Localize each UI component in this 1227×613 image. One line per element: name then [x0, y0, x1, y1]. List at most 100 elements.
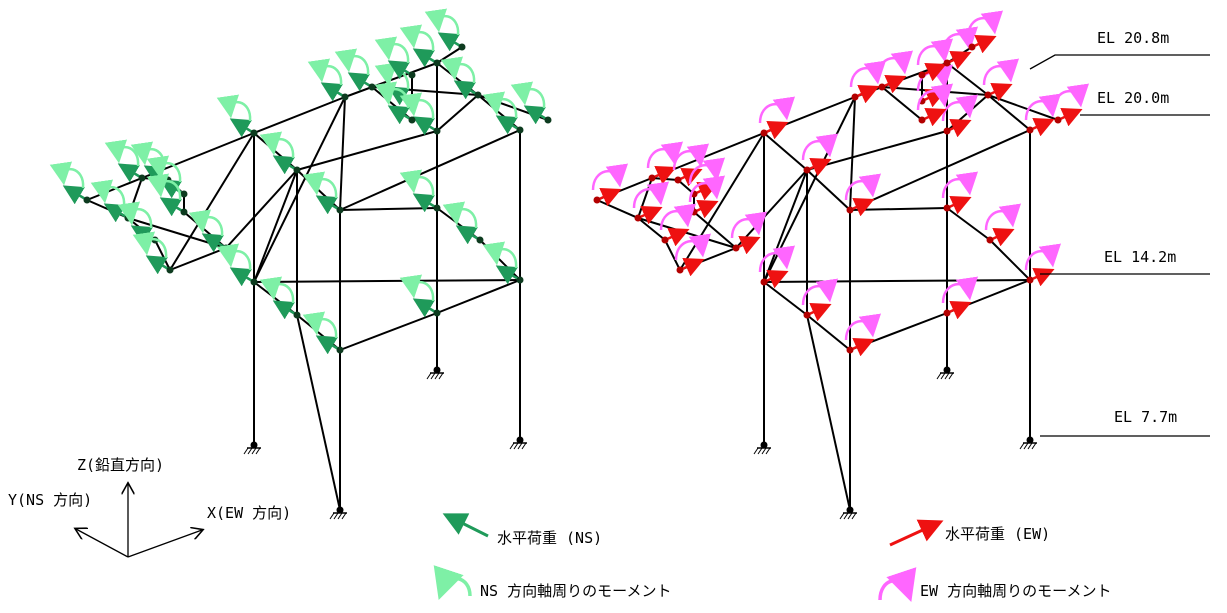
z-axis-label: Z(鉛直方向) [77, 456, 165, 474]
ns-moment-icon [374, 81, 410, 109]
frame-node [943, 59, 951, 67]
ns-moment-icon [259, 276, 295, 304]
frame-member [296, 169, 341, 211]
ns-moment-icon [307, 58, 343, 86]
ew-force-arrow-icon [1057, 108, 1083, 127]
frame-node [803, 166, 811, 174]
support-node [516, 436, 524, 444]
frame-node [634, 214, 642, 222]
frame-node [918, 116, 926, 124]
ew-moment-icon [730, 211, 767, 239]
ns-force-arrow-icon [272, 300, 298, 320]
frame-node [846, 206, 854, 214]
support-hatch [847, 512, 853, 520]
frame-node [968, 43, 976, 51]
frame-node [222, 244, 230, 252]
frame-node [433, 309, 441, 317]
frame-node [476, 236, 484, 244]
frame-member [296, 314, 341, 511]
frame-node [674, 176, 682, 184]
elevation-lines [1029, 54, 1210, 437]
ns-force-arrow-icon [229, 267, 255, 287]
ew-force-arrow-icon [679, 258, 705, 277]
support-hatch [765, 447, 771, 455]
ew-moment-icon [941, 171, 978, 199]
frame-node [676, 266, 684, 274]
frame-member [344, 86, 373, 98]
ns-moment-icon [117, 201, 153, 229]
ns-force-arrow-icon [145, 255, 171, 275]
frame-node [760, 129, 768, 137]
elevation-label-20.8: EL 20.8m [1097, 29, 1170, 47]
frame-node [648, 174, 656, 182]
support-node [943, 366, 951, 374]
legend-ew-moment-label: EW 方向軸周りのモーメント [920, 582, 1112, 600]
support-hatch [337, 512, 343, 520]
frame-node [1026, 276, 1034, 284]
frame-member [849, 207, 948, 211]
ew-force-arrow-icon [651, 166, 677, 185]
frame-node [516, 126, 524, 134]
frame-member [169, 132, 255, 271]
ew-moment-icon [1024, 243, 1061, 271]
frame-member [763, 169, 808, 283]
frame-node [918, 71, 926, 79]
frame-member [987, 94, 1059, 121]
ew-moment-icon [591, 163, 628, 191]
frame-member [436, 279, 521, 314]
frame-member [339, 129, 521, 211]
frame-node [408, 116, 416, 124]
frame-node [293, 311, 301, 319]
support-hatch [438, 372, 444, 380]
ns-force-arrow-icon [347, 72, 373, 92]
frame-node [846, 346, 854, 354]
frame-member [436, 94, 479, 132]
ns-moment-icon [104, 139, 140, 167]
ew-force-arrow-icon [806, 158, 832, 177]
frame-node [408, 71, 416, 79]
frame-member [127, 177, 143, 219]
ew-moment-icon [876, 50, 913, 78]
support-hatch [509, 442, 515, 450]
ew-force-arrow-icon [946, 119, 972, 138]
ns-force-arrow-icon [495, 265, 521, 285]
ew-moment-icon [758, 96, 795, 124]
ns-moment-icon [188, 209, 224, 237]
ns-moment-icon [146, 155, 182, 183]
support-hatch [761, 447, 767, 455]
ns-force-arrow-icon [523, 105, 549, 125]
frame-node [984, 91, 992, 99]
frame-node [138, 174, 146, 182]
ew-force-arrow-icon [664, 228, 690, 247]
support-hatch [936, 372, 942, 380]
fixed-support-icon [753, 441, 771, 455]
frame-node [368, 83, 376, 91]
fixed-support-icon [509, 436, 527, 450]
frame-member [253, 96, 346, 283]
ew-moment-icon [1052, 83, 1089, 111]
ns-moment-icon [510, 81, 546, 109]
support-hatch [1019, 442, 1025, 450]
support-hatch [247, 447, 253, 455]
frame-node [180, 208, 188, 216]
support-hatch [757, 447, 763, 455]
frame-node [166, 266, 174, 274]
ns-force-arrow-icon [453, 80, 479, 100]
elevation-label-7.7: EL 7.7m [1114, 408, 1178, 426]
frame-member [339, 312, 438, 351]
ew-moment-icon [982, 58, 1019, 86]
fixed-support-icon [243, 441, 261, 455]
ew-force-arrow-icon [946, 51, 972, 70]
ns-moment-icon [49, 161, 85, 189]
ew-force-arrow-icon [1029, 268, 1055, 287]
frame-node [1054, 116, 1062, 124]
ns-force-arrow-icon [315, 335, 341, 355]
ns-moment-icon [334, 48, 370, 76]
ew-moment-icon [916, 38, 953, 66]
frame-member [989, 239, 1031, 281]
support-hatch [426, 372, 432, 380]
legend-ns-arrow-icon [442, 513, 489, 538]
fixed-support-icon [329, 506, 347, 520]
legend-ew-force-label: 水平荷重 (EW) [945, 525, 1051, 543]
frame-node [732, 244, 740, 252]
